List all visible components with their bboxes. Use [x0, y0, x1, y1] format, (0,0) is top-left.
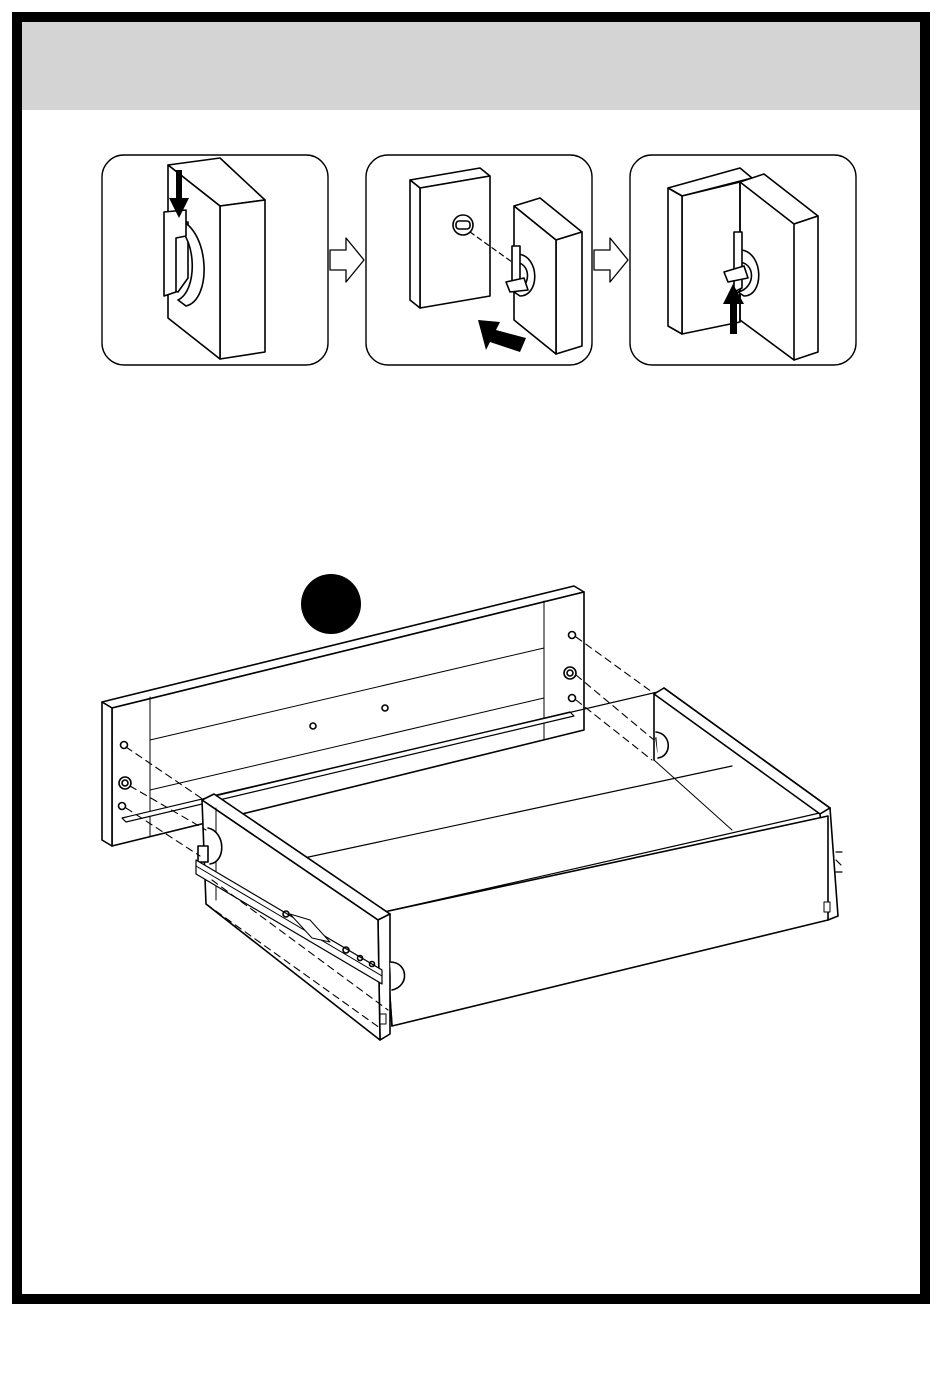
detail-panel-2 — [366, 155, 592, 365]
step-marker-circle-icon — [301, 574, 361, 634]
next-step-arrow-icon — [330, 238, 364, 282]
detail-panel-3 — [630, 155, 856, 365]
next-step-arrow-icon — [594, 238, 628, 282]
drawer-assembly — [102, 586, 842, 1040]
detail-panel-1 — [102, 155, 328, 365]
